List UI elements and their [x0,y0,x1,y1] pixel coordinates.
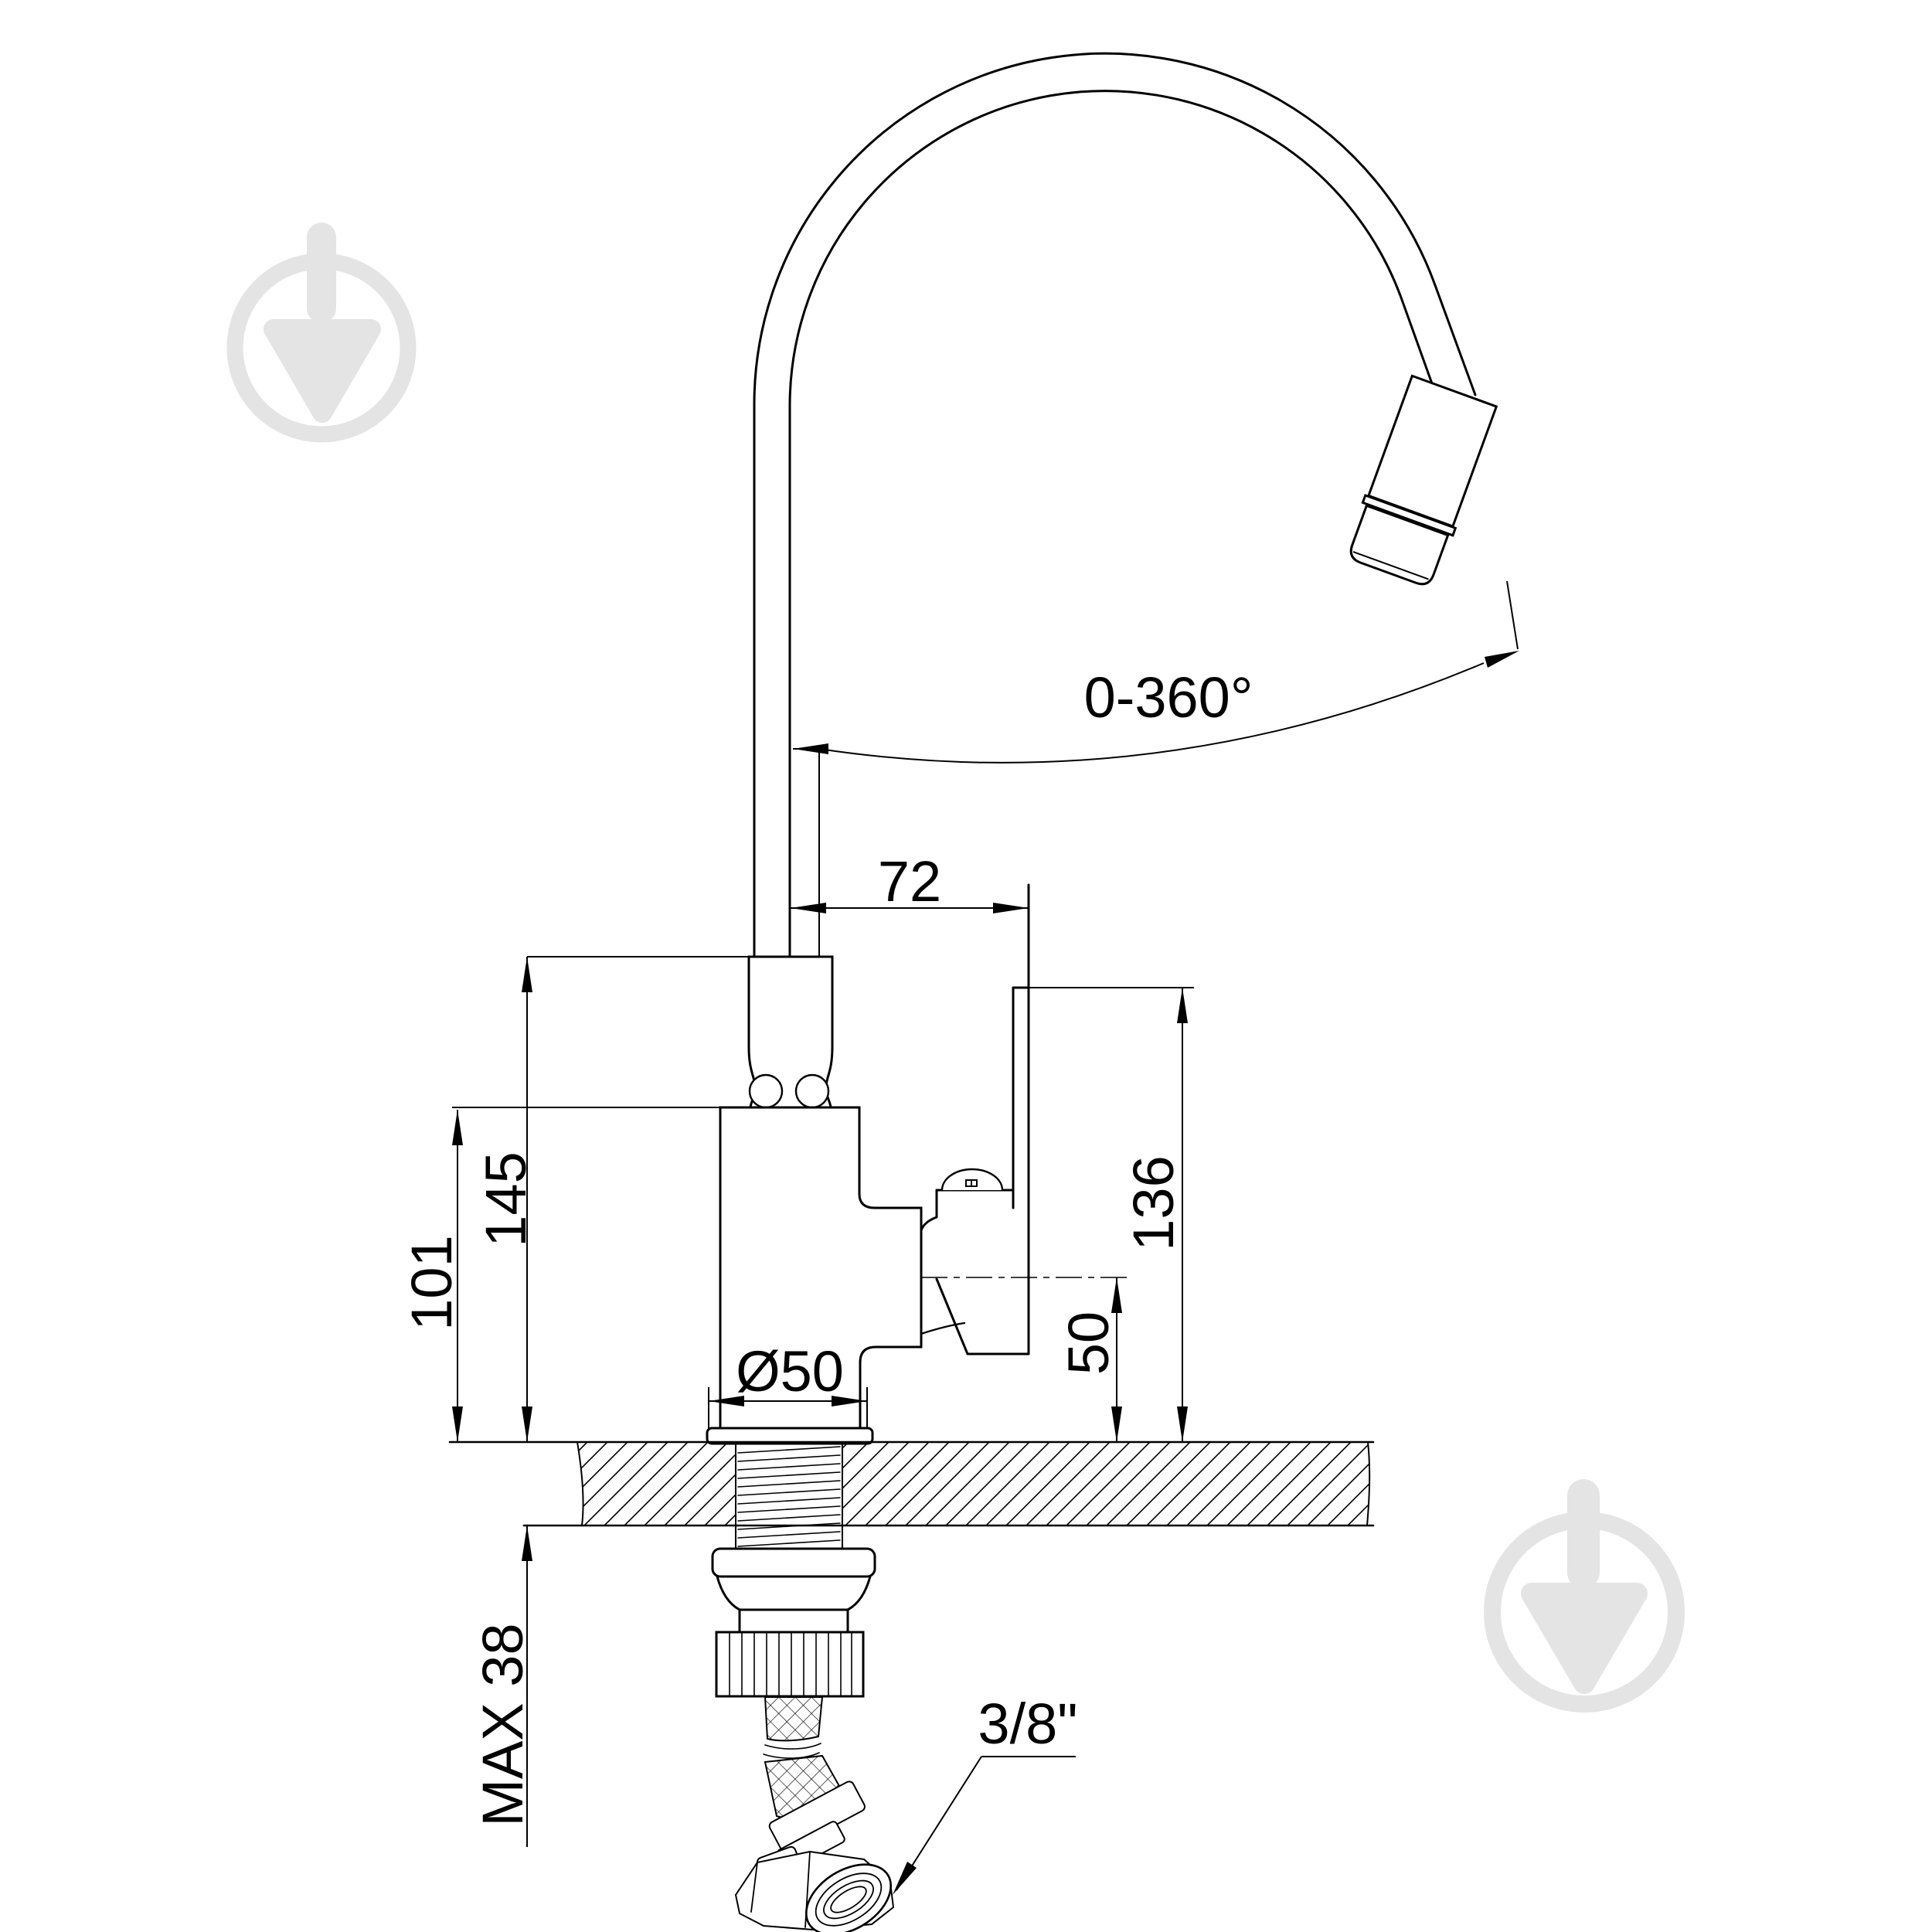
label-rotation-range: 0-360° [1084,665,1253,730]
valve-housing [920,1168,1015,1335]
brand-watermark-icon [226,223,417,443]
label-height-collar: 145 [474,1151,538,1247]
label-handle-height: 50 [1056,1311,1121,1375]
threaded-stem [735,1441,843,1549]
spout-nozzle [1349,374,1498,586]
brand-watermark-icon [1484,1479,1685,1713]
handle-lever [935,883,1030,1355]
dimension-arrowheads [452,651,1519,1895]
label-hose-connection: 3/8" [978,1692,1077,1756]
label-height-body: 101 [400,1235,464,1330]
supply-hose [734,1696,895,1932]
dimension-labels: 0-360° 72 145 101 136 50 Ø50 MAX 38 3/8" [400,665,1253,1827]
mounting-hardware [711,1547,876,1698]
label-height-handle: 136 [1121,1155,1185,1250]
label-spout-offset: 72 [878,849,941,913]
label-max-mount-thickness: MAX 38 [471,1623,535,1826]
dimension-lines [452,580,1519,1891]
countertop-section [448,1440,1375,1527]
spout-collar [747,955,834,1109]
faucet-body [719,1106,923,1430]
label-base-diameter: Ø50 [736,1339,844,1403]
gooseneck-spout [753,52,1477,960]
base-flange [706,1427,874,1445]
